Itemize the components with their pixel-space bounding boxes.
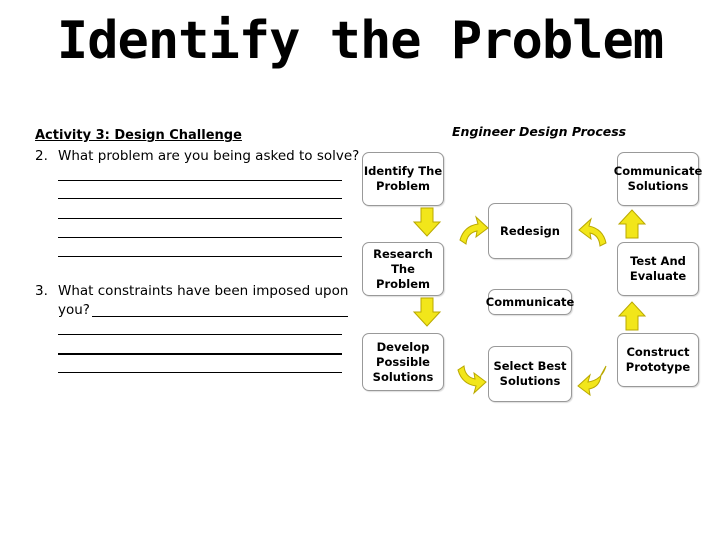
question-3-text: What constraints have been imposed upon (58, 283, 349, 299)
question-2-text: What problem are you being asked to solv… (58, 148, 360, 164)
answer-line (58, 237, 342, 238)
step-label: Solutions (499, 374, 561, 388)
answer-line (92, 316, 348, 317)
arrow-up-icon (617, 301, 647, 331)
slide-title: Identify the Problem (56, 11, 664, 71)
answer-line (58, 256, 342, 257)
curved-arrow-icon (457, 365, 487, 395)
step-label: Construct (626, 345, 690, 359)
arrow-down-icon (412, 207, 442, 237)
answer-line (58, 198, 342, 199)
question-3-number: 3. (35, 283, 48, 299)
step-label: Possible (376, 354, 430, 369)
answer-line (58, 218, 342, 219)
arrow-down-icon (412, 297, 442, 327)
step-label: Solutions (372, 369, 434, 384)
answer-line (58, 353, 342, 355)
curved-arrow-icon (577, 365, 607, 397)
step-label: Identify The (363, 164, 443, 178)
question-2-number: 2. (35, 148, 48, 164)
step-label: Redesign (500, 223, 560, 238)
activity-heading: Activity 3: Design Challenge (35, 128, 242, 143)
answer-line (58, 334, 342, 335)
curved-arrow-icon (459, 215, 489, 245)
answer-line (58, 180, 342, 181)
step-label: Prototype (625, 360, 691, 374)
step-label: The Problem (376, 261, 430, 291)
step-label: Problem (376, 179, 430, 193)
step-label: Research (373, 246, 433, 261)
step-communicate: Communicate (485, 289, 575, 315)
curved-arrow-icon (578, 217, 607, 247)
answer-line (58, 372, 342, 373)
step-label: Communicate (485, 294, 575, 309)
step-label: Develop (376, 339, 430, 354)
question-3-text-cont: you? (58, 302, 90, 318)
step-label: Test And (630, 254, 686, 268)
step-label: Communicate (613, 164, 703, 178)
step-label: Select Best (493, 359, 567, 373)
step-label: Evaluate (629, 269, 687, 283)
process-title: Engineer Design Process (452, 124, 627, 139)
arrow-up-icon (617, 209, 647, 239)
step-label: Solutions (627, 179, 689, 193)
step-redesign: Redesign (488, 203, 572, 259)
